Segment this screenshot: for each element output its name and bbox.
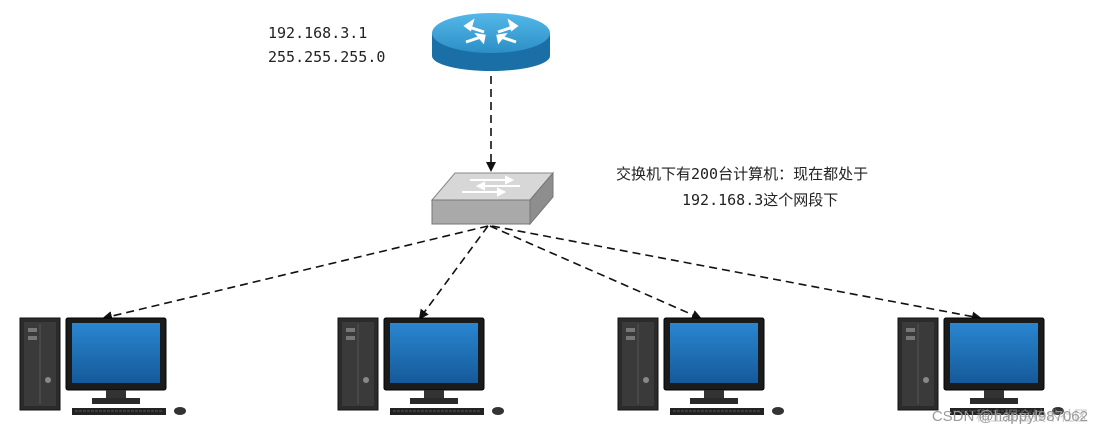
computer-icon <box>897 317 1065 416</box>
csdn-watermark: CSDN @happyl987062 <box>932 408 1088 425</box>
switch-note-line2: 192.168.3这个网段下 <box>682 191 838 209</box>
switch-icon <box>430 171 555 226</box>
switch-note-line1: 交换机下有200台计算机：现在都处于 <box>616 165 868 183</box>
watermark-overlay: 稀土掘金技术社区 <box>976 408 1088 424</box>
computer-icon <box>337 317 505 416</box>
computer-icon <box>617 317 785 416</box>
link-to-computer-2 <box>418 225 489 320</box>
link-to-computer-4 <box>491 225 982 322</box>
computer-icon <box>19 317 187 416</box>
link-to-computer-1 <box>102 225 489 321</box>
link-to-computer-3 <box>489 225 702 320</box>
router-icon <box>432 13 550 71</box>
router-ip-label: 192.168.3.1 <box>268 24 367 42</box>
router-mask-label: 255.255.255.0 <box>268 48 385 66</box>
